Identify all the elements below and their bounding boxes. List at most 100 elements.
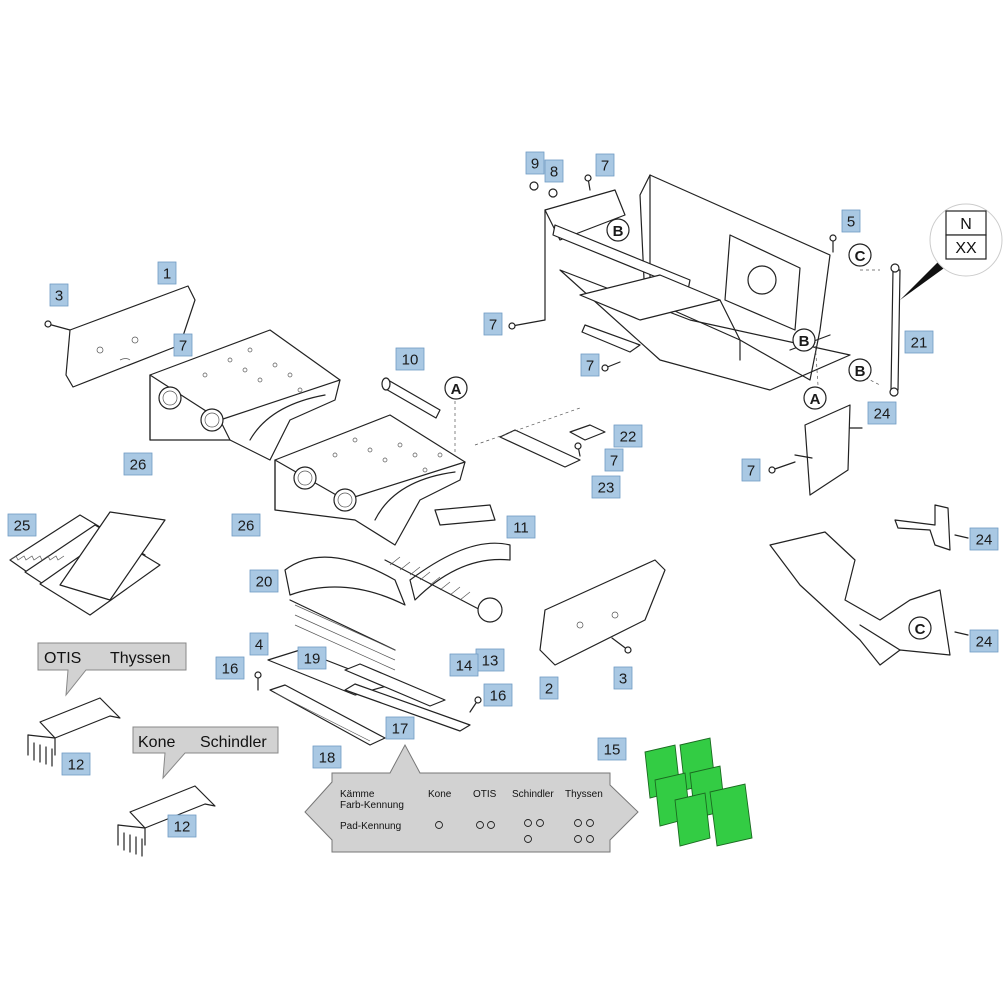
screw-3-left — [44, 320, 71, 331]
part-label-p24c: 24 — [969, 629, 999, 653]
marker-c-1: C — [848, 243, 872, 267]
part-label-p24b: 24 — [969, 527, 999, 551]
screw-5 — [829, 234, 837, 253]
part-label-p15: 15 — [597, 737, 627, 761]
part-label-p9: 9 — [525, 151, 545, 175]
part-label-p20: 20 — [249, 569, 279, 593]
part-number-text: 7 — [586, 358, 594, 375]
part-label-p26a: 26 — [123, 452, 153, 476]
part-label-p7f: 7 — [741, 458, 761, 482]
part-number-text: 11 — [513, 520, 529, 537]
part-label-p1: 1 — [157, 261, 177, 285]
bracket-24-mid — [894, 504, 969, 551]
part-label-p13: 13 — [475, 648, 505, 672]
marker-a-2: A — [803, 386, 827, 410]
part-number-text: 15 — [604, 742, 621, 759]
comb-housing-lower — [274, 414, 466, 546]
part-label-p11: 11 — [506, 515, 536, 539]
part-number-text: 25 — [14, 518, 31, 535]
part-label-p12a: 12 — [61, 752, 91, 776]
part-label-p12b: 12 — [167, 814, 197, 838]
screw-7-frame-mid — [601, 361, 621, 372]
part-number-text: 23 — [598, 480, 615, 497]
nameplate-badge: N XX — [900, 203, 1003, 300]
plate-22 — [569, 424, 606, 441]
part-number-text: 12 — [174, 819, 191, 836]
screw-8 — [548, 188, 558, 198]
part-number-text: 3 — [619, 671, 627, 688]
part-label-p7b: 7 — [604, 448, 624, 472]
part-number-text: 24 — [976, 532, 993, 549]
part-label-p26b: 26 — [231, 513, 261, 537]
bracket-24-upper — [794, 404, 863, 496]
part-label-p4: 4 — [249, 632, 269, 656]
screw-9 — [529, 181, 539, 191]
part-number-text: 26 — [238, 518, 255, 535]
svg-text:B: B — [799, 333, 810, 350]
part-label-p16b: 16 — [483, 683, 513, 707]
part-number-text: 18 — [319, 750, 336, 767]
part-number-text: 19 — [304, 651, 321, 668]
part-number-text: 13 — [482, 653, 499, 670]
brush-cover-20 — [284, 556, 406, 671]
svg-text:C: C — [855, 248, 866, 265]
part-label-p7e: 7 — [580, 353, 600, 377]
part-number-text: 7 — [747, 463, 755, 480]
part-number-text: 22 — [620, 429, 637, 446]
part-number-text: 7 — [610, 453, 618, 470]
part-number-text: 7 — [601, 158, 609, 175]
callout-kone-schindler: Kone Schindler — [132, 726, 279, 780]
part-number-text: 9 — [531, 156, 539, 173]
callout-otis-label: OTIS — [44, 650, 81, 667]
part-label-p7d: 7 — [483, 312, 503, 336]
callout-kone-label: Kone — [138, 734, 175, 751]
svg-text:A: A — [451, 381, 462, 398]
brush-roll-13 — [384, 556, 503, 623]
marker-b-1: B — [606, 218, 630, 242]
comb-housing-upper — [149, 329, 341, 461]
part-label-p19: 19 — [297, 646, 327, 670]
part-label-p2: 2 — [539, 676, 559, 700]
part-label-p3a: 3 — [49, 283, 69, 307]
lever-assembly — [769, 531, 969, 666]
screw-7-top — [584, 174, 592, 191]
part-number-text: 14 — [456, 658, 473, 675]
part-label-p10: 10 — [395, 347, 425, 371]
part-number-text: 16 — [490, 688, 507, 705]
svg-text:C: C — [915, 621, 926, 638]
nameplate-top: N — [960, 216, 972, 233]
marker-b-2: B — [792, 328, 816, 352]
alignment-lines — [454, 269, 881, 455]
legend-otis: OTIS — [473, 789, 497, 800]
part-number-text: 17 — [392, 721, 409, 738]
comb-12-lower — [117, 785, 216, 857]
svg-text:B: B — [855, 363, 866, 380]
screw-7-frame-left — [508, 319, 546, 330]
part-number-text: 21 — [911, 335, 928, 352]
screw-16-right — [469, 696, 482, 713]
callout-thyssen-label: Thyssen — [110, 650, 170, 667]
legend-row1-line2: Farb-Kennung — [340, 800, 404, 811]
part-number-text: 4 — [255, 637, 263, 654]
part-number-text: 16 — [222, 661, 239, 678]
part-label-p25: 25 — [7, 513, 37, 537]
part-label-p7a: 7 — [173, 333, 193, 357]
part-label-p3b: 3 — [613, 666, 633, 690]
part-label-p24a: 24 — [867, 401, 897, 425]
svg-text:B: B — [613, 223, 624, 240]
part-number-text: 20 — [256, 574, 273, 591]
pads-15 — [644, 737, 753, 847]
screw-16-left — [254, 671, 262, 691]
part-number-text: 24 — [874, 406, 891, 423]
marker-a-1: A — [444, 376, 468, 400]
legend-row2: Pad-Kennung — [340, 821, 401, 832]
part-number-text: 1 — [163, 266, 171, 283]
part-label-p7c: 7 — [595, 153, 615, 177]
legend-schindler: Schindler — [512, 789, 554, 800]
comb-sheets-25 — [9, 511, 166, 616]
part-number-text: 5 — [847, 214, 855, 231]
svg-text:A: A — [810, 391, 821, 408]
strip-14 — [344, 663, 446, 707]
